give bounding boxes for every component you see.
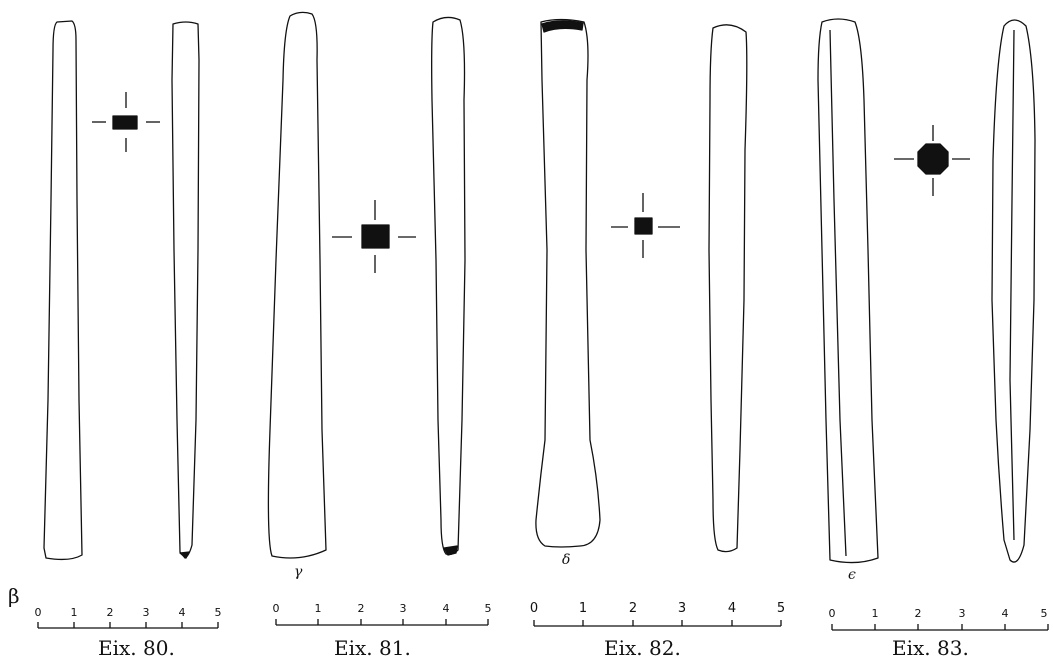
tool-83-front-view <box>817 18 879 564</box>
cross-section-81 <box>332 200 416 273</box>
cross-section-82 <box>611 193 680 258</box>
tool-80-front-view <box>43 20 83 561</box>
tick-label: 5 <box>776 601 786 616</box>
tick-label: 2 <box>357 602 365 615</box>
tick-label: 3 <box>958 607 966 620</box>
figure-83-drawings <box>817 18 1036 564</box>
cross-section-83 <box>894 125 970 196</box>
tick-label: 0 <box>828 607 836 620</box>
tick-label: 4 <box>178 606 186 619</box>
tool-80-side-view <box>171 21 200 559</box>
tool-82-front-view <box>535 18 601 548</box>
tool-82-top-wear <box>541 20 584 33</box>
tick-label: 1 <box>70 606 78 619</box>
tool-81-side-tip <box>443 545 458 556</box>
tool-82-side-view <box>708 24 748 553</box>
plate-letter: β <box>8 584 20 608</box>
tick-label: 3 <box>142 606 150 619</box>
tool-83-side-view <box>991 19 1036 563</box>
figure-82-caption: Eix. 82. <box>604 636 681 660</box>
tick-label: 0 <box>272 602 280 615</box>
figure-80-caption: Eix. 80. <box>98 636 175 660</box>
tool-83-side-inner-line <box>1009 29 1015 541</box>
tick-label: 0 <box>34 606 42 619</box>
scale-bar-83 <box>831 624 1049 631</box>
tick-label: 0 <box>529 601 539 616</box>
scale-bar-81 <box>275 619 489 626</box>
figure-83-caption: Eix. 83. <box>892 636 969 660</box>
cross-section-80 <box>92 92 160 152</box>
tick-label: 1 <box>314 602 322 615</box>
tick-label: 4 <box>727 601 737 616</box>
tick-label: 4 <box>442 602 450 615</box>
tick-label: 5 <box>214 606 222 619</box>
tick-label: 5 <box>1040 607 1048 620</box>
tick-label: 1 <box>578 601 588 616</box>
tick-label: 3 <box>399 602 407 615</box>
tick-label: 2 <box>628 601 638 616</box>
tick-label: 5 <box>484 602 492 615</box>
tool-83-front-inner-line <box>829 29 847 557</box>
tick-label: 2 <box>914 607 922 620</box>
figure-82-drawings <box>535 18 748 553</box>
tick-label: 1 <box>871 607 879 620</box>
figure-81-caption: Eix. 81. <box>334 636 411 660</box>
tick-label: 4 <box>1001 607 1009 620</box>
figure-81-letter: γ <box>294 564 303 580</box>
figure-81-drawings <box>267 11 466 559</box>
tool-81-front-view <box>267 11 327 559</box>
figure-82-letter: δ <box>562 552 571 568</box>
tick-label: 3 <box>677 601 687 616</box>
tool-81-side-view <box>431 16 466 556</box>
scale-bar-82 <box>533 620 782 627</box>
tool-80-side-tip <box>179 551 190 559</box>
scale-bar-80 <box>37 622 219 629</box>
figure-83-letter: ϵ <box>848 567 856 583</box>
figure-80-drawings <box>43 20 200 561</box>
tick-label: 2 <box>106 606 114 619</box>
